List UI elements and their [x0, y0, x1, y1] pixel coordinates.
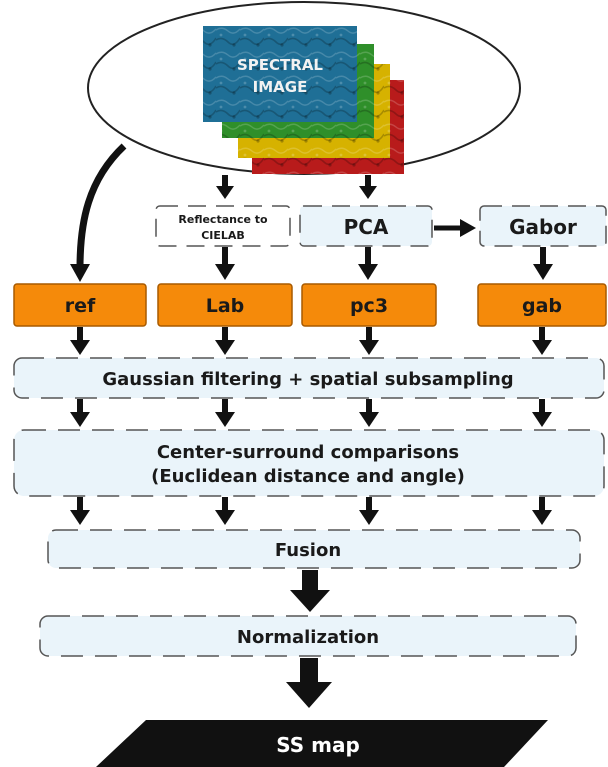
- center-arrows: [70, 497, 552, 525]
- feature-gab-label: gab: [522, 295, 562, 317]
- normalization-arrow: [286, 658, 332, 708]
- normalization-stage-box: [39, 615, 577, 657]
- feature-lab-label: Lab: [206, 295, 245, 317]
- feature-gab-box: [477, 283, 607, 327]
- ss-map-label: SS map: [276, 733, 360, 757]
- transform-row: Reflectance to CIELAB PCA Gabor: [155, 205, 607, 247]
- reflectance-label-line1: Reflectance to: [178, 213, 268, 226]
- pca-box: [299, 205, 433, 247]
- ss-map-output: [96, 720, 548, 767]
- gaussian-arrows: [70, 399, 552, 427]
- center-surround-label-line2: (Euclidean distance and angle): [151, 466, 465, 487]
- spectral-image-stack: SPECTRAL IMAGE: [203, 26, 404, 174]
- feature-ref-label: ref: [65, 295, 96, 317]
- center-surround-stage-box: [13, 429, 605, 497]
- normalization-stage-label: Normalization: [237, 627, 379, 648]
- spectral-label-line2: IMAGE: [253, 78, 308, 96]
- reflectance-label-line2: CIELAB: [201, 229, 245, 242]
- feature-pc3-box: [301, 283, 437, 327]
- gabor-label: Gabor: [509, 215, 577, 239]
- gaussian-stage-label: Gaussian filtering + spatial subsampling: [102, 369, 513, 390]
- pca-label: PCA: [344, 215, 389, 239]
- fusion-arrow: [290, 570, 330, 612]
- feature-ref-box: [13, 283, 147, 327]
- transform-arrows: [215, 247, 553, 280]
- center-surround-label-line1: Center-surround comparisons: [157, 442, 459, 463]
- feature-arrows: [70, 327, 552, 355]
- feature-pc3-label: pc3: [350, 295, 388, 317]
- gabor-box: [479, 205, 607, 247]
- gaussian-stage-box: [13, 357, 605, 399]
- fusion-stage-label: Fusion: [275, 540, 341, 561]
- source-arrows: [70, 143, 377, 282]
- feature-lab-box: [157, 283, 293, 327]
- feature-row: ref Lab pc3 gab: [13, 283, 607, 327]
- arrow-source-to-ref: [76, 143, 127, 269]
- spectral-label-line1: SPECTRAL: [237, 56, 323, 74]
- reflectance-box: [155, 205, 291, 247]
- fusion-stage-box: [47, 529, 581, 569]
